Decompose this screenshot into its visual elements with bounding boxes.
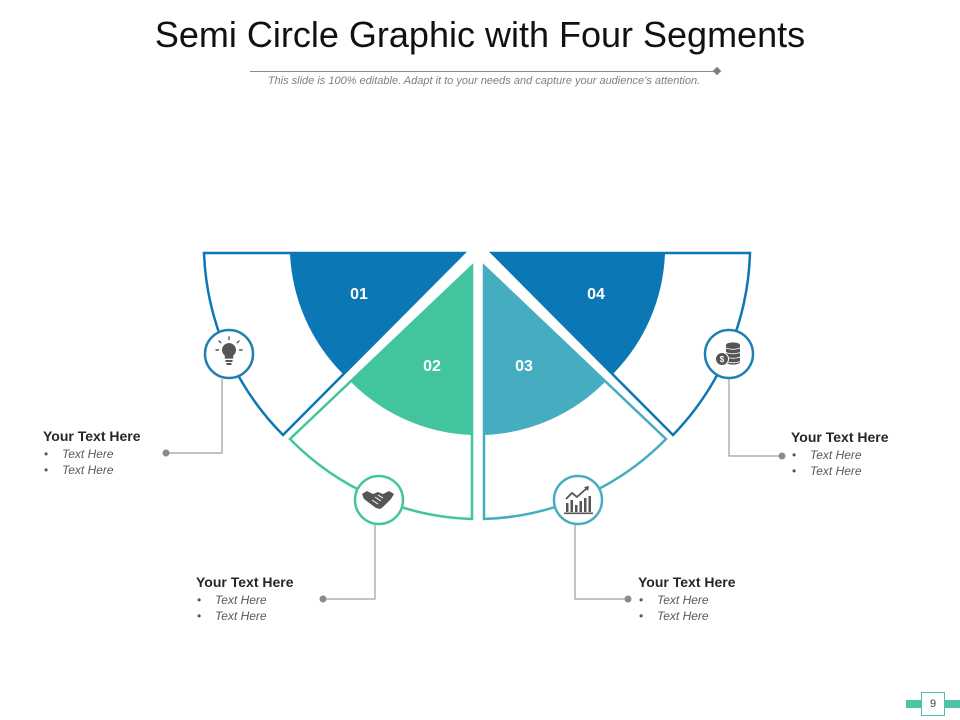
connector-dot-04 — [778, 452, 786, 460]
text-block-heading: Your Text Here — [638, 574, 736, 590]
connector-01 — [166, 379, 223, 454]
connector-02 — [323, 525, 376, 600]
slide-title: Semi Circle Graphic with Four Segments — [154, 14, 806, 55]
connector-dot-01 — [162, 449, 170, 457]
connector-03 — [574, 525, 628, 600]
text-block-heading: Your Text Here — [43, 428, 141, 444]
slide-subtitle: This slide is 100% editable. Adapt it to… — [267, 75, 701, 87]
coins-icon: $ — [703, 328, 755, 380]
list-item: Text Here — [196, 608, 294, 624]
text-block-heading: Your Text Here — [791, 429, 889, 445]
connector-dot-02 — [319, 595, 327, 603]
text-block-heading: Your Text Here — [196, 574, 294, 590]
text-block-01: Your Text Here Text Here Text Here — [43, 428, 141, 478]
list-item: Text Here — [43, 462, 141, 478]
page-number: 9 — [921, 692, 945, 716]
text-block-04: Your Text Here Text Here Text Here — [791, 429, 889, 479]
growth-chart-icon — [552, 474, 604, 526]
text-block-02: Your Text Here Text Here Text Here — [196, 574, 294, 624]
segment-04 — [492, 253, 665, 374]
text-block-list: Text Here Text Here — [638, 592, 736, 624]
text-block-list: Text Here Text Here — [196, 592, 294, 624]
segment-number-03: 03 — [515, 358, 533, 375]
title-divider — [250, 71, 716, 72]
segment-03 — [484, 265, 606, 435]
list-item: Text Here — [638, 592, 736, 608]
connector-dot-03 — [624, 595, 632, 603]
segment-02 — [350, 265, 472, 435]
page-number-accent-left — [906, 700, 921, 708]
text-block-list: Text Here Text Here — [791, 447, 889, 479]
list-item: Text Here — [43, 446, 141, 462]
lightbulb-icon — [203, 328, 255, 380]
segment-number-01: 01 — [350, 286, 368, 303]
list-item: Text Here — [791, 463, 889, 479]
segment-number-04: 04 — [587, 286, 605, 303]
connector-04 — [728, 379, 782, 457]
segment-01 — [290, 253, 464, 374]
handshake-icon — [353, 474, 405, 526]
page-number-accent-right — [945, 700, 960, 708]
svg-text:$: $ — [720, 355, 725, 364]
list-item: Text Here — [196, 592, 294, 608]
list-item: Text Here — [791, 447, 889, 463]
segment-number-02: 02 — [423, 358, 441, 375]
text-block-03: Your Text Here Text Here Text Here — [638, 574, 736, 624]
text-block-list: Text Here Text Here — [43, 446, 141, 478]
list-item: Text Here — [638, 608, 736, 624]
